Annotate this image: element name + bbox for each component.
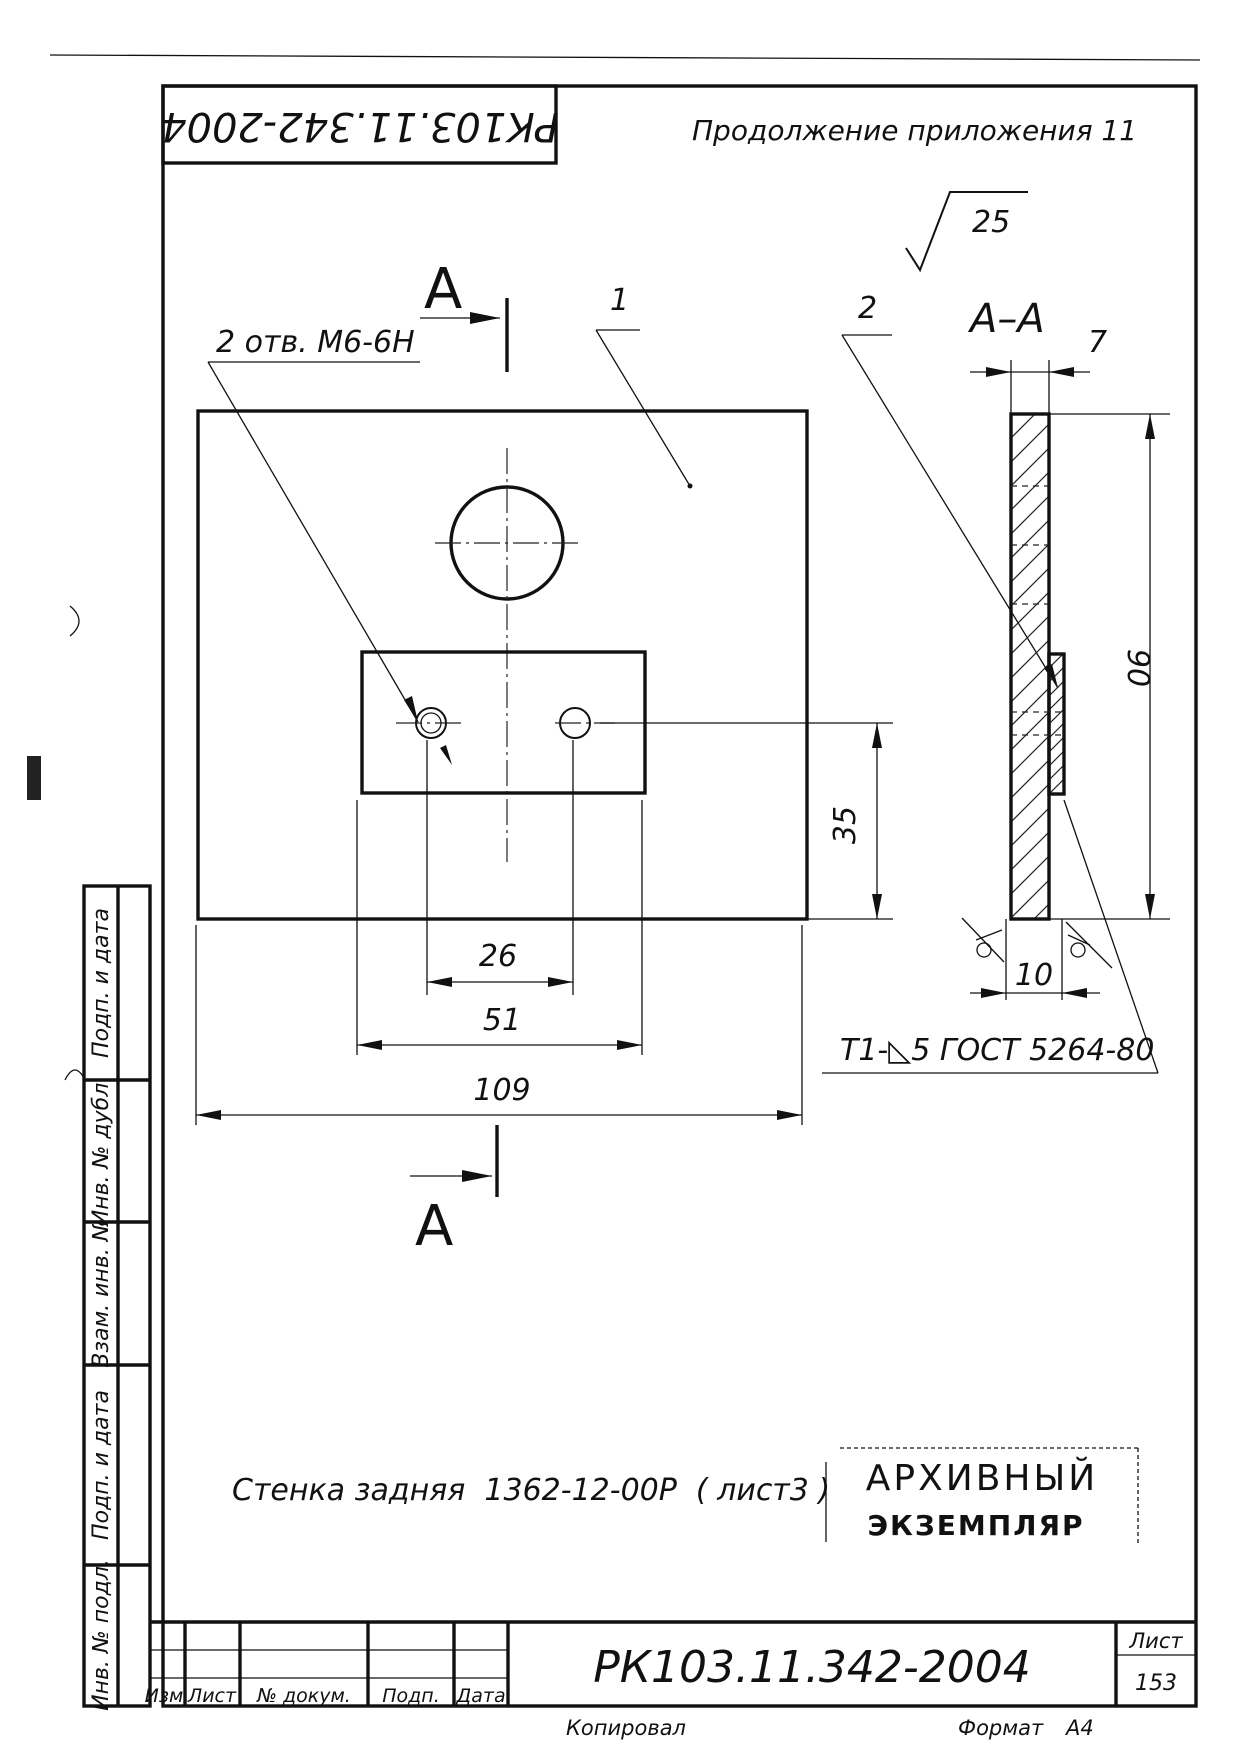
svg-text:ЭКЗЕМПЛЯР: ЭКЗЕМПЛЯР	[867, 1509, 1084, 1542]
hole-note: 2 отв. М6-6Н	[216, 325, 415, 360]
svg-text:А: А	[424, 257, 462, 322]
top-code-box: РК103.11.342-2004	[161, 84, 559, 165]
section-plate	[1009, 412, 1051, 921]
section-view	[1009, 412, 1066, 921]
svg-text:Взам. инв. №: Взам. инв. №	[89, 1218, 114, 1367]
dim-10: 10	[970, 919, 1100, 1000]
dim-35: 35	[807, 723, 893, 920]
hatch-line	[1011, 639, 1049, 679]
svg-text:Инв. № подл.: Инв. № подл.	[89, 1559, 114, 1711]
archive-stamp: АРХИВНЫЙ ЭКЗЕМПЛЯР	[825, 1447, 1139, 1545]
svg-text:10: 10	[1015, 958, 1053, 993]
hatch-line	[1011, 567, 1049, 607]
svg-text:Лист: Лист	[187, 1685, 237, 1707]
svg-text:35: 35	[828, 806, 863, 844]
svg-text:Инв. № дубл.: Инв. № дубл.	[89, 1076, 114, 1227]
svg-text:АРХИВНЫЙ: АРХИВНЫЙ	[866, 1457, 1098, 1499]
side-column: Подп. и дата Инв. № дубл. Взам. инв. № П…	[82, 884, 152, 1711]
hatch-line	[1049, 694, 1064, 711]
footer-format-value: А4	[1064, 1716, 1094, 1740]
hatch-line	[1011, 855, 1049, 895]
hatch-line	[1049, 680, 1064, 697]
hatch-line	[1011, 687, 1049, 727]
section-marker-top: А	[420, 257, 509, 372]
footer-format-label: Формат	[958, 1716, 1044, 1740]
main-plate	[196, 409, 809, 921]
hatch-line	[1049, 764, 1064, 781]
dim-90: 90	[1049, 413, 1170, 920]
hatch-line	[1011, 591, 1049, 631]
svg-text:Изм.: Изм.	[145, 1685, 190, 1707]
section-bar	[1047, 652, 1066, 796]
hatch-line	[1049, 708, 1064, 725]
hatch-line	[1049, 666, 1064, 683]
svg-text:7: 7	[1088, 325, 1107, 360]
roughness-value: 25	[972, 205, 1010, 240]
sheet-number: 153	[1135, 1671, 1177, 1696]
hatch-line	[1049, 736, 1064, 753]
hatch-line	[1011, 711, 1049, 751]
hatch-line	[1011, 543, 1049, 583]
hatch-line	[1011, 615, 1049, 655]
weld-note: Т1-◺5 ГОСТ 5264-80	[822, 799, 1159, 1074]
roughness-symbol: 25	[905, 191, 1028, 273]
weld-marks	[961, 917, 1113, 969]
hatch-line	[1049, 722, 1064, 739]
leader-label-2: 2	[858, 291, 877, 326]
hatch-line	[1011, 519, 1049, 559]
svg-text:Дата: Дата	[455, 1685, 505, 1707]
front-view	[196, 409, 893, 921]
section-marker-bottom: А	[410, 1125, 499, 1259]
dim-51: 51	[356, 800, 643, 1055]
dim-26: 26	[426, 740, 574, 995]
dim-7: 7	[970, 325, 1107, 414]
hatch-line	[1011, 879, 1049, 919]
title-block: Изм. Лист № докум. Подп. Дата РК103.11.3…	[145, 1620, 1196, 1707]
title-block-code: РК103.11.342-2004	[593, 1642, 1031, 1693]
continuation-note: Продолжение приложения 11	[692, 114, 1137, 147]
footer-copied: Копировал	[566, 1716, 686, 1740]
svg-text:Т1-◺5 ГОСТ 5264-80: Т1-◺5 ГОСТ 5264-80	[840, 1033, 1154, 1068]
hatch-line	[1011, 423, 1049, 463]
hatch-line	[1011, 414, 1036, 439]
svg-text:Подп. и дата: Подп. и дата	[89, 908, 114, 1058]
hatch-line	[1049, 654, 1050, 655]
svg-text:26: 26	[479, 939, 517, 974]
svg-text:Лист: Лист	[1128, 1629, 1183, 1653]
hatch-line	[1049, 807, 1064, 822]
svg-text:51: 51	[483, 1003, 521, 1038]
hatch-line	[1011, 414, 1012, 415]
svg-text:№ докум.: № докум.	[256, 1685, 351, 1707]
hatch-line	[1011, 831, 1049, 871]
hatch-line	[1011, 495, 1049, 535]
hatch-line	[1011, 807, 1049, 847]
svg-text:90: 90	[1120, 649, 1155, 687]
hatch-line	[1011, 471, 1049, 511]
leader-label-1: 1	[610, 283, 629, 318]
svg-text:Подп.: Подп.	[382, 1685, 440, 1707]
section-view-title: А–А	[967, 296, 1045, 342]
svg-text:109: 109	[473, 1073, 530, 1108]
hatch-line	[1011, 447, 1049, 487]
hatch-line	[1049, 750, 1064, 767]
sheet-frame	[161, 84, 1198, 1708]
hatch-line	[1033, 903, 1049, 919]
svg-text:Подп. и дата: Подп. и дата	[89, 1390, 114, 1540]
hatch-line	[1011, 735, 1049, 775]
hatch-line	[1011, 663, 1049, 703]
hatch-line	[1049, 778, 1064, 794]
hatch-line	[1011, 759, 1049, 799]
drawing-caption: Стенка задняя 1362-12-00Р ( лист3 )	[232, 1473, 830, 1508]
top-doc-code: РК103.11.342-2004	[161, 103, 559, 149]
hatch-line	[1011, 783, 1049, 823]
svg-text:А: А	[415, 1194, 453, 1259]
dim-109: 109	[195, 925, 803, 1125]
